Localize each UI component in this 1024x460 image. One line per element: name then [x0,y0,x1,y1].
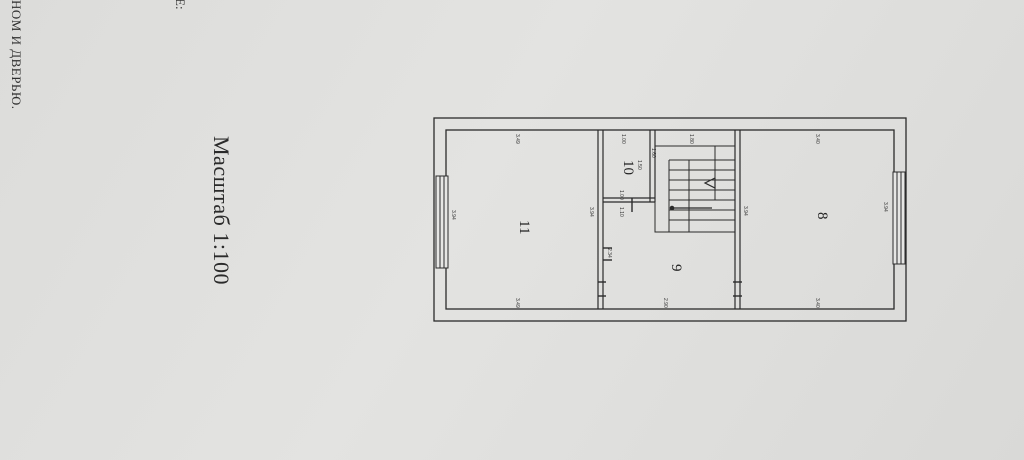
room-number-10: 10 [620,160,636,175]
dim-label: 3.49 [514,134,520,144]
window-right [892,171,906,265]
room-number-8: 8 [814,212,830,220]
staircase [654,145,736,233]
room-number-11: 11 [516,220,532,234]
dim-label: 3.94 [588,207,594,217]
dim-label: 1.80 [688,134,694,144]
dim-label: 3.94 [450,210,456,220]
dim-label: 3.94 [742,206,748,216]
dim-label: 2.90 [662,298,668,308]
cut-off-heading: Е: [173,0,188,10]
outer-wall-outline [433,117,907,322]
dim-label: 2.34 [606,248,612,258]
window-left [435,175,449,269]
dimension-labels: 3.40 3.49 1.00 1.80 3.94 3.94 3.94 1.50 … [450,134,888,308]
dim-label: 1.10 [618,207,624,217]
dim-label: 1.50 [636,160,642,170]
cut-off-text: НОМ И ДВЕРЬЮ. [9,0,24,110]
dim-label: 3.40 [814,134,820,144]
dim-label: 3.40 [814,298,820,308]
door-marks [598,198,742,297]
dim-label: 1.60 [650,148,656,158]
dim-label: 3.49 [514,298,520,308]
scale-label: Масштаб 1:100 [209,136,234,285]
dim-label: 1.00 [618,190,624,200]
dim-label: 1.00 [620,134,626,144]
room-number-9: 9 [668,264,684,272]
dim-label: 3.94 [882,202,888,212]
